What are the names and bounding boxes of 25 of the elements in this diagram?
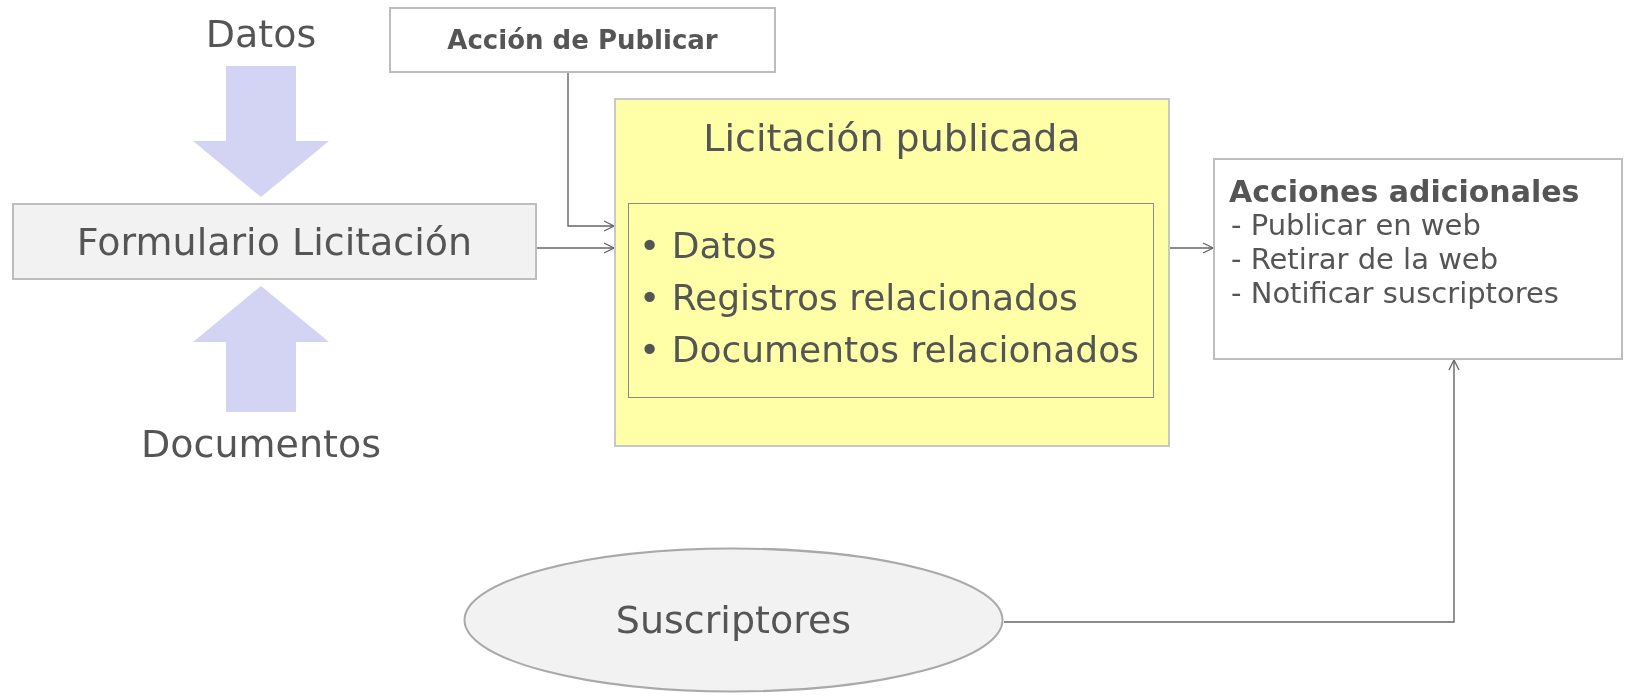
input-label: Datos <box>205 12 317 56</box>
actions-heading: Acciones adicionales <box>1229 174 1581 210</box>
action-item: - Publicar en web <box>1230 209 1482 243</box>
node-label: Suscriptores <box>615 598 852 642</box>
input-label: Documentos <box>141 422 381 466</box>
node-label: Formulario Licitación <box>76 219 473 264</box>
actions-box <box>1213 158 1623 360</box>
block-arrow <box>193 286 329 412</box>
panel-heading: Licitación publicada <box>703 116 1081 160</box>
published-panel <box>614 98 1170 447</box>
arrow <box>536 242 615 254</box>
subscribers-ellipse <box>463 547 1004 693</box>
node-label: Acción de Publicar <box>447 25 718 55</box>
action-item: - Retirar de la web <box>1230 243 1500 277</box>
arrow <box>1169 242 1214 254</box>
action-box <box>389 7 776 73</box>
bullet-item: • Documentos relacionados <box>639 328 1140 373</box>
bullet-item: • Datos <box>639 224 778 268</box>
content-box <box>628 203 1154 398</box>
action-item: - Notificar suscriptores <box>1230 276 1560 311</box>
arrow <box>1003 359 1460 623</box>
form-box <box>12 203 537 280</box>
arrow <box>567 72 615 232</box>
block-arrow <box>193 66 329 197</box>
bullet-item: • Registros relacionados <box>639 276 1079 321</box>
